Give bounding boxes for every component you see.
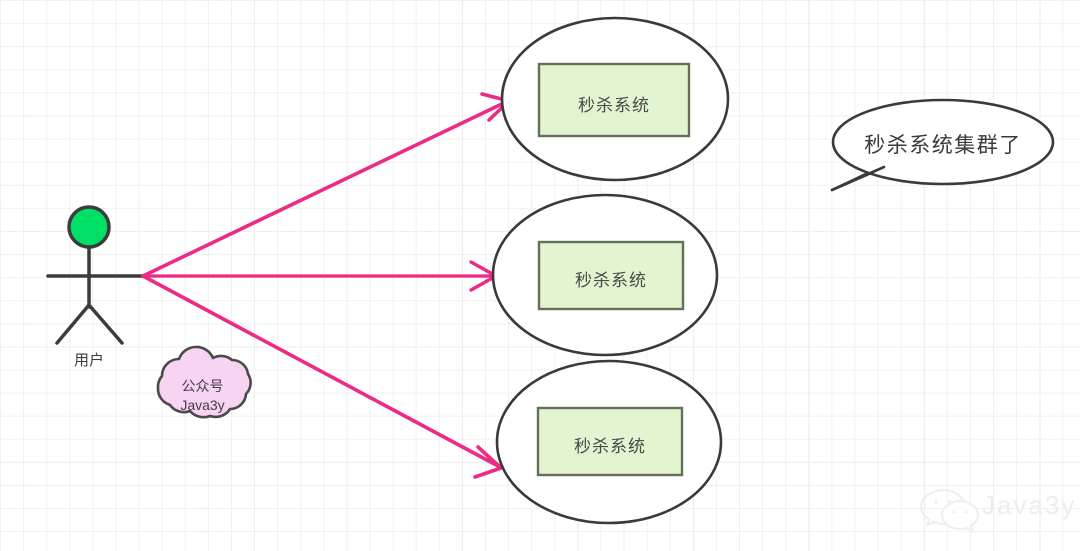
cluster-callout[interactable]: [830, 98, 1055, 192]
system-label-2: 秒杀系统: [575, 271, 647, 290]
user-actor[interactable]: [46, 205, 145, 345]
arrow-to-seckill-system-3[interactable]: [141, 274, 503, 479]
actor-leg-left: [55, 303, 91, 345]
arrow-to-seckill-system-1[interactable]: [141, 92, 511, 278]
cloud-note-line2: Java3y: [180, 396, 225, 413]
seckill-system-3[interactable]: [495, 359, 723, 525]
arrowhead-3: [473, 445, 503, 479]
system-box-2: [537, 240, 685, 311]
user-to-system-arrows: [141, 92, 511, 479]
cloud-note-text: 公众号 Java3y: [155, 377, 250, 415]
system-label-3: 秒杀系统: [574, 437, 646, 456]
system-box-3: [536, 406, 684, 477]
system-box-1: [537, 62, 691, 138]
cloud-shape: [156, 345, 252, 419]
arrow-to-seckill-system-2[interactable]: [141, 260, 498, 292]
cluster-callout-text: 秒杀系统集群了: [864, 134, 1022, 157]
wechat-account-cloud[interactable]: [156, 345, 252, 419]
seckill-system-1[interactable]: [500, 16, 730, 182]
wechat-icon: [919, 488, 980, 534]
actor-label: 用户: [73, 352, 104, 369]
actor-leg-right: [87, 303, 124, 345]
seckill-system-2[interactable]: [491, 193, 719, 357]
actor-head: [67, 205, 111, 249]
system-label-1: 秒杀系统: [578, 96, 650, 115]
watermark-text: Java3y: [982, 490, 1077, 520]
bubble-body: [831, 98, 1055, 186]
cloud-note-line1: 公众号: [181, 378, 224, 394]
